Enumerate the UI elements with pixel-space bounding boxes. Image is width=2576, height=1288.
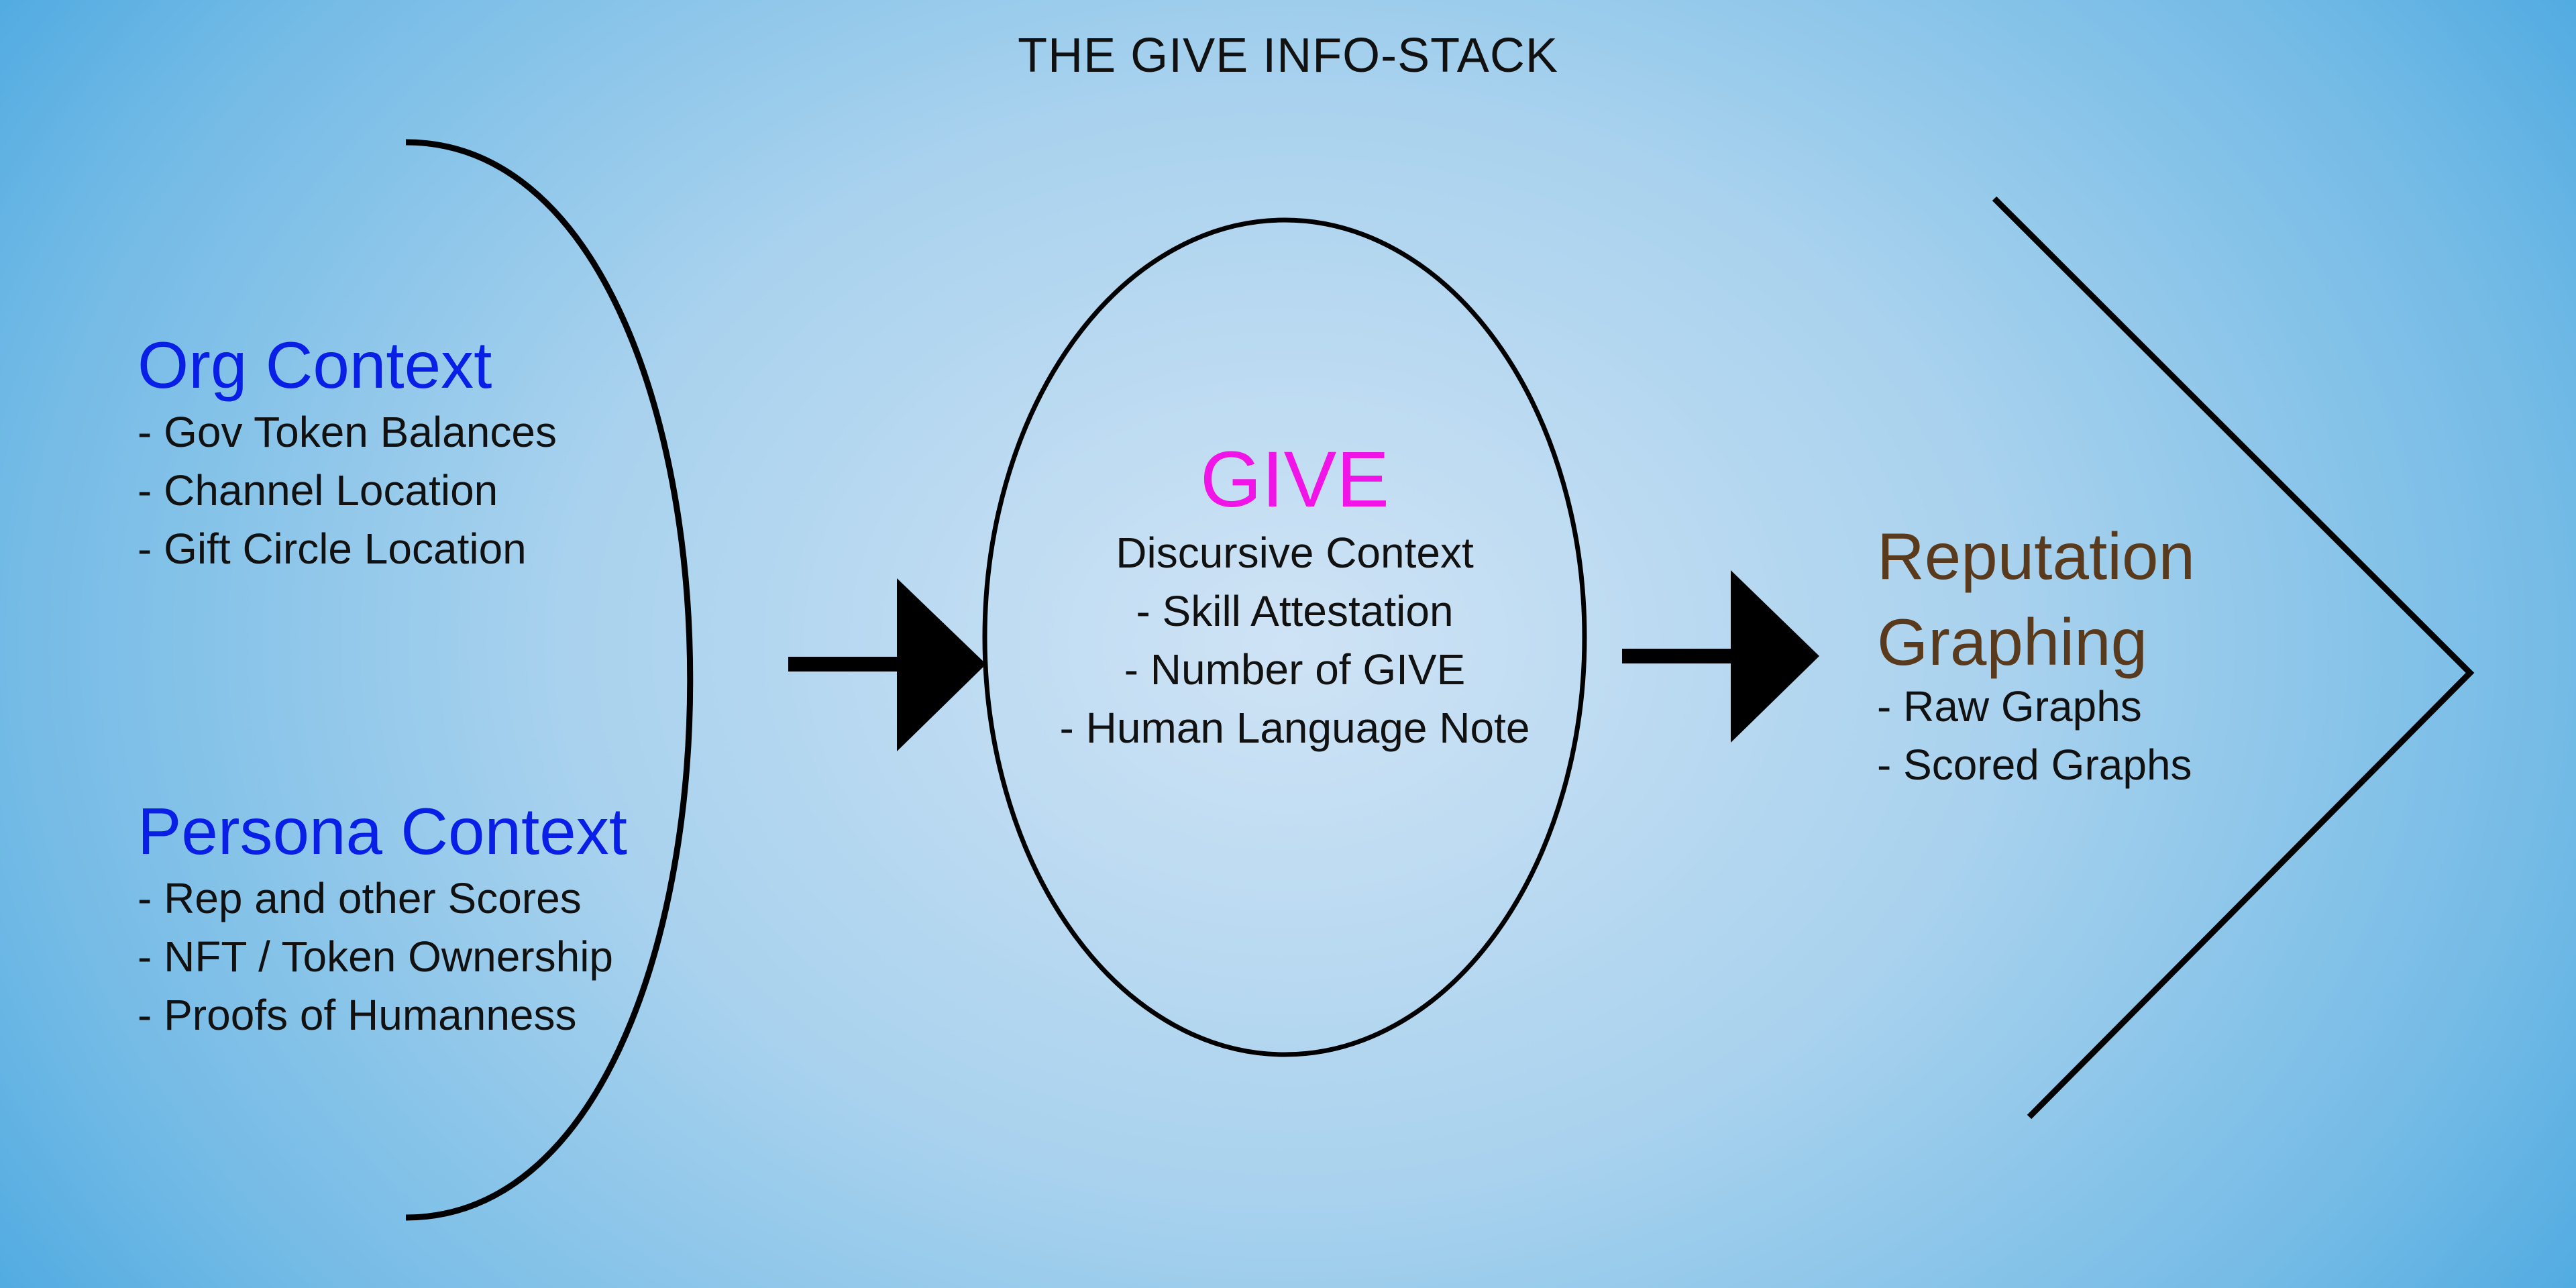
reputation-item: Raw Graphs bbox=[1877, 678, 2195, 736]
give-item-text: Skill Attestation bbox=[1162, 587, 1454, 635]
org-context-item: Channel Location bbox=[138, 462, 557, 520]
org-context-list: Gov Token Balances Channel Location Gift… bbox=[138, 403, 557, 578]
persona-context-item: Rep and other Scores bbox=[138, 869, 627, 928]
arrow-right-head bbox=[1731, 570, 1819, 743]
org-context-item: Gov Token Balances bbox=[138, 403, 557, 462]
org-context-item: Gift Circle Location bbox=[138, 520, 557, 578]
persona-context-heading: Persona Context bbox=[138, 794, 627, 868]
org-context-heading: Org Context bbox=[138, 328, 492, 402]
persona-context-list: Rep and other Scores NFT / Token Ownersh… bbox=[138, 869, 627, 1044]
give-item: - Skill Attestation bbox=[1136, 587, 1454, 635]
give-item: - Number of GIVE bbox=[1124, 645, 1466, 694]
reputation-item: Scored Graphs bbox=[1877, 736, 2195, 794]
diagram-title: THE GIVE INFO-STACK bbox=[1018, 29, 1558, 83]
give-item-text: Number of GIVE bbox=[1150, 645, 1466, 694]
chevron-shape bbox=[1992, 196, 2475, 1120]
give-block: GIVE Discursive Context - Skill Attestat… bbox=[959, 439, 1630, 757]
give-item: - Human Language Note bbox=[1059, 704, 1530, 752]
give-subheading: Discursive Context bbox=[1116, 529, 1474, 577]
persona-context-item: Proofs of Humanness bbox=[138, 986, 627, 1044]
arrow-left-head bbox=[897, 578, 986, 751]
context-arc bbox=[405, 139, 694, 1221]
reputation-heading-line2: Graphing bbox=[1877, 605, 2148, 679]
persona-context-block: Persona Context Rep and other Scores NFT… bbox=[138, 798, 627, 1044]
give-item-text: Human Language Note bbox=[1085, 704, 1530, 752]
org-context-block: Org Context Gov Token Balances Channel L… bbox=[138, 332, 557, 578]
reputation-list: Raw Graphs Scored Graphs bbox=[1877, 678, 2195, 794]
reputation-heading-line1: Reputation bbox=[1877, 519, 2196, 593]
persona-context-item: NFT / Token Ownership bbox=[138, 928, 627, 986]
give-heading: GIVE bbox=[1200, 435, 1389, 524]
reputation-block: Reputation Graphing Raw Graphs Scored Gr… bbox=[1877, 523, 2195, 794]
give-ellipse bbox=[982, 217, 1587, 1057]
